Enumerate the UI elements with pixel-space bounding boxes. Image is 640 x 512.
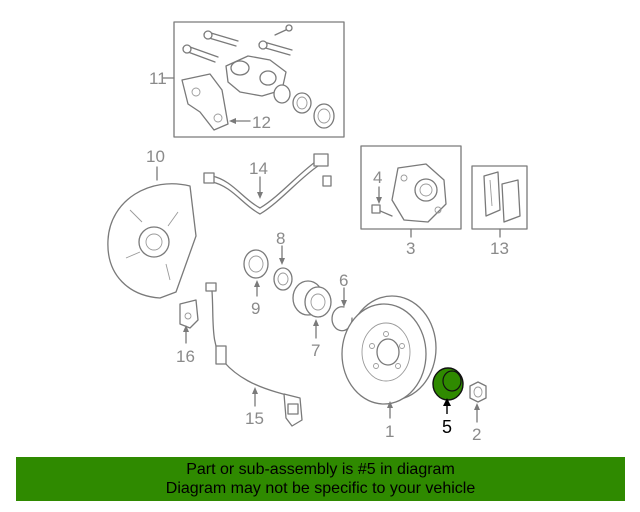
- callout-6: 6: [339, 271, 348, 290]
- callout-5[interactable]: 5: [442, 417, 452, 437]
- callout-4: 4: [373, 168, 382, 187]
- callout-2: 2: [472, 425, 481, 444]
- callout-13: 13: [490, 239, 509, 258]
- dust-shield: [107, 183, 197, 299]
- callout-7: 7: [311, 341, 320, 360]
- banner-line-disclaimer: Diagram may not be specific to your vehi…: [165, 480, 476, 497]
- callout-3: 3: [406, 239, 415, 258]
- hub-nut: [469, 381, 487, 403]
- seal-and-bearings: [243, 249, 353, 332]
- hub-assembly: [360, 145, 462, 230]
- callout-16: 16: [176, 347, 195, 366]
- bracket: [179, 299, 199, 329]
- banner-line-part: Part or sub-assembly is #5 in diagram: [186, 461, 455, 478]
- part-5-highlighted[interactable]: [432, 367, 464, 401]
- brake-hose: [203, 153, 332, 215]
- parts-diagram: 11 12 10 14 4 3 13 8 9 6 7 16 15 1 5 2: [107, 21, 528, 444]
- callout-12: 12: [252, 113, 271, 132]
- callout-14: 14: [249, 159, 268, 178]
- callout-11: 11: [149, 69, 167, 88]
- brake-rotor: [341, 295, 437, 405]
- caliper-assembly: [173, 21, 345, 138]
- callout-8: 8: [276, 229, 285, 248]
- callout-9: 9: [251, 299, 260, 318]
- callout-15: 15: [245, 409, 264, 428]
- abs-sensor: [205, 282, 303, 427]
- callout-1: 1: [385, 422, 394, 441]
- info-banner: Part or sub-assembly is #5 in diagram Di…: [16, 457, 625, 501]
- brake-pads: [471, 165, 528, 230]
- callout-10: 10: [146, 147, 165, 166]
